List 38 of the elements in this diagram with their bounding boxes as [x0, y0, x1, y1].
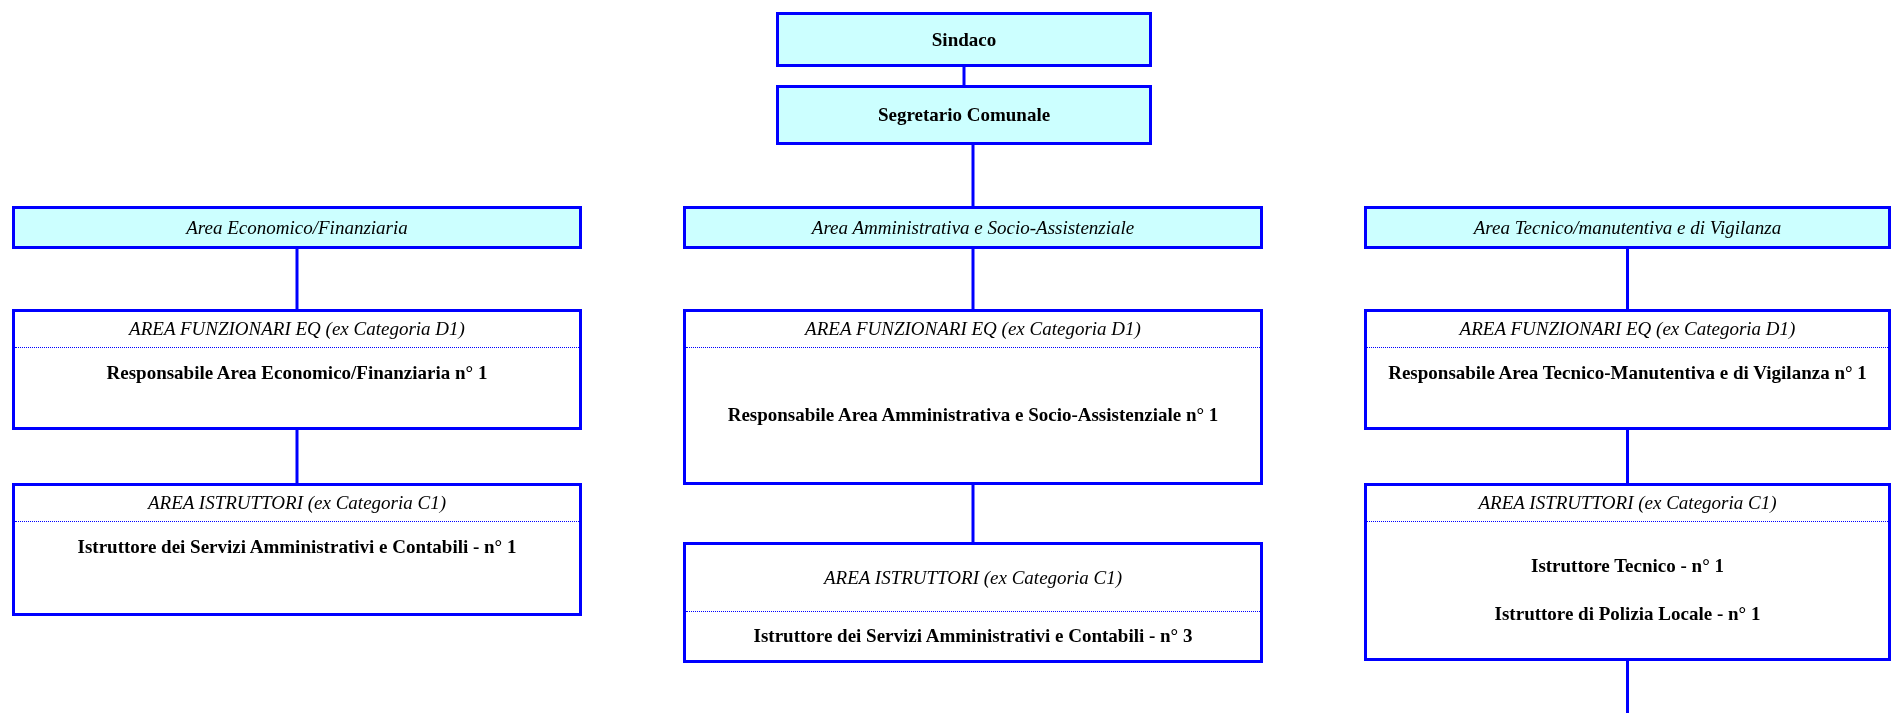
- position-text: Responsabile Area Amministrativa e Socio-Assistenziale n° 1: [727, 404, 1219, 426]
- category-heading: AREA FUNZIONARI EQ (ex Categoria D1): [15, 312, 579, 348]
- connector-line: [971, 485, 975, 542]
- category-heading: AREA ISTRUTTORI (ex Categoria C1): [15, 486, 579, 522]
- connector-line: [971, 145, 975, 206]
- connector-line: [971, 249, 975, 309]
- area-header-box: [12, 206, 582, 249]
- category-heading: AREA FUNZIONARI EQ (ex Categoria D1): [1367, 312, 1888, 348]
- connector-line: [962, 67, 966, 85]
- staff-box: [12, 483, 582, 616]
- connector-line: [1626, 249, 1629, 309]
- staff-box: [683, 309, 1263, 485]
- role-title: Sindaco: [931, 28, 997, 51]
- category-heading: AREA ISTRUTTORI (ex Categoria C1): [686, 545, 1260, 612]
- connector-line: [295, 249, 299, 309]
- connector-line: [295, 430, 299, 483]
- area-title: Area Tecnico/manutentiva e di Vigilanza: [1473, 216, 1782, 239]
- position-text: Istruttore dei Servizi Amministrativi e Contabili - n° 1: [77, 536, 517, 558]
- role-box: [776, 12, 1152, 67]
- area-title: Area Economico/Finanziaria: [186, 216, 408, 239]
- role-box: [776, 85, 1152, 145]
- position-text: Istruttore Tecnico - n° 1: [1531, 555, 1724, 577]
- category-heading: AREA ISTRUTTORI (ex Categoria C1): [1367, 486, 1888, 522]
- staff-box: [683, 542, 1263, 663]
- staff-box: [12, 309, 582, 430]
- staff-box: [1364, 483, 1891, 661]
- area-title: Area Amministrativa e Socio-Assistenziale: [811, 216, 1135, 239]
- role-title: Segretario Comunale: [877, 104, 1051, 126]
- area-header-box: [683, 206, 1263, 249]
- position-text: Istruttore dei Servizi Amministrativi e Contabili - n° 3: [753, 625, 1193, 647]
- category-heading: AREA FUNZIONARI EQ (ex Categoria D1): [686, 312, 1260, 348]
- connector-line: [1626, 430, 1629, 483]
- position-text: Istruttore di Polizia Locale - n° 1: [1494, 603, 1761, 625]
- position-text: Responsabile Area Tecnico-Manutentiva e di Vigilanza n° 1: [1388, 362, 1867, 384]
- area-header-box: [1364, 206, 1891, 249]
- position-text: Responsabile Area Economico/Finanziaria n° 1: [106, 362, 488, 384]
- staff-box: [1364, 309, 1891, 430]
- connector-line: [1626, 661, 1629, 713]
